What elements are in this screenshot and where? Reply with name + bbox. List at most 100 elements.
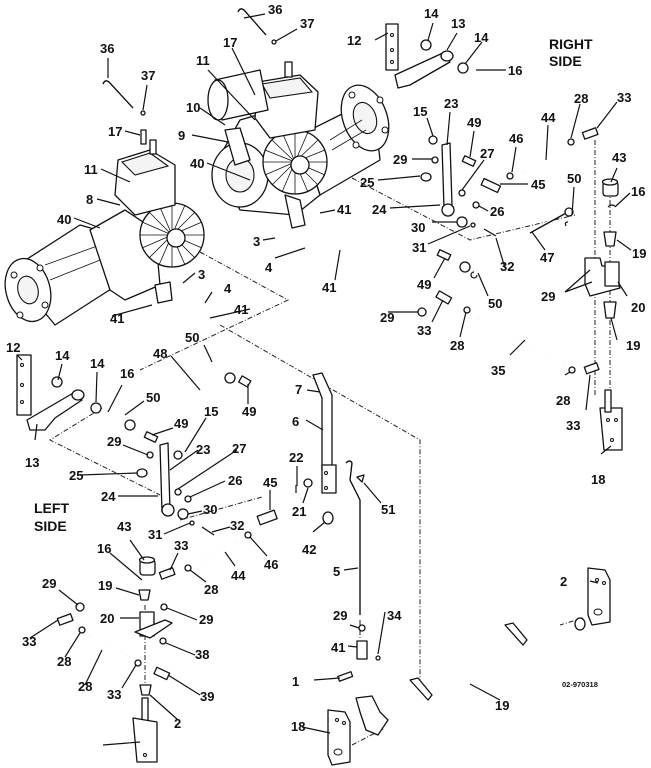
alignment-line [139,251,290,371]
callout-14: 14 [474,30,489,45]
callout-6: 6 [292,414,299,429]
callout-23: 23 [444,96,458,111]
alignment-line [351,177,576,241]
right-side-linkage [237,8,623,451]
callout-33: 33 [617,90,631,105]
callout-18: 18 [591,472,605,487]
callout-7: 7 [295,382,302,397]
callout-29: 38 [195,647,209,662]
callout-17: 17 [223,35,237,50]
callout-16: 16 [120,366,134,381]
callout-33: 39 [200,689,214,704]
callout-40: 40 [190,156,204,171]
callout-49: 49 [174,416,188,431]
callout-42: 42 [302,542,316,557]
callout-28: 28 [57,654,71,669]
callout-12: 12 [347,33,361,48]
callout-19: 19 [626,338,640,353]
callout-12: 12 [6,340,20,355]
leader-lines [16,13,632,746]
callout-21: 21 [292,504,306,519]
callout-20: 20 [100,611,114,626]
callout-43: 43 [612,150,626,165]
callout-28: 29 [333,608,347,623]
callout-36: 36 [100,41,114,56]
callout-19: 2 [174,716,181,731]
callout-29: 29 [393,152,407,167]
callout-41: 41 [234,302,248,317]
callout-37: 37 [141,68,155,83]
callout-31: 31 [412,240,426,255]
callout-41: 34 [387,608,402,623]
callout-labels: 36 37 12 14 13 14 16 36 37 17 11 10 9 40… [6,2,646,734]
right-side-label-line2: SIDE [549,53,582,69]
callout-39: 1 [292,674,299,689]
callout-4: 4 [224,281,232,296]
callout-41: 41 [337,202,351,217]
callout-29: 29 [380,310,394,325]
callout-2: 18 [291,719,305,734]
callout-28: 28 [574,91,588,106]
callout-24: 24 [101,489,116,504]
callout-46: 46 [264,557,278,572]
callout-48: 48 [153,346,167,361]
callout-30: 30 [411,220,425,235]
drawing-reference-code: 02-970318 [562,680,598,689]
callout-50: 50 [185,330,199,345]
callout-35: 35 [491,363,505,378]
callout-49: 49 [242,404,256,419]
left-side-label-line2: SIDE [34,518,67,534]
callout-51: 51 [381,502,395,517]
callout-47: 47 [540,250,554,265]
callout-22: 22 [289,450,303,465]
callout-45: 45 [531,177,545,192]
callout-32: 32 [230,518,244,533]
callout-16: 16 [97,541,111,556]
callout-32: 32 [500,259,514,274]
callout-20: 20 [631,300,645,315]
callout-3: 3 [253,234,260,249]
callout-45: 45 [263,475,277,490]
callout-28: 28 [450,338,464,353]
callout-11: 11 [84,162,98,177]
callout-2: 2 [560,574,567,589]
callout-29: 29 [541,289,555,304]
callout-27: 27 [232,441,246,456]
callout-49: 49 [467,115,481,130]
callout-36: 36 [268,2,282,17]
callout-28: 33 [107,687,121,702]
callout-50: 50 [567,171,581,186]
alignment-line [179,496,263,521]
right-transaxle [207,61,390,229]
callout-17: 17 [108,124,122,139]
callout-23: 23 [196,442,210,457]
callout-24: 24 [372,202,387,217]
callout-41: 41 [322,280,336,295]
callout-16: 16 [508,63,522,78]
callout-1: 19 [495,698,509,713]
right-side-label-line1: RIGHT [549,36,593,52]
callout-26: 26 [490,204,504,219]
left-transaxle [4,139,205,326]
callout-49: 49 [417,277,431,292]
callout-28: 28 [556,393,570,408]
callout-9: 9 [178,128,185,143]
callout-44: 44 [231,568,246,583]
callout-4: 4 [265,260,273,275]
callout-29: 29 [107,434,121,449]
alignment-line [219,324,421,685]
callout-29: 29 [199,612,213,627]
callout-19: 19 [632,246,646,261]
callout-31: 31 [148,527,162,542]
callout-5: 5 [333,564,340,579]
callout-14: 14 [424,6,439,21]
callout-33: 33 [22,634,36,649]
callout-38: 41 [331,640,345,655]
callout-26: 26 [228,473,242,488]
callout-14: 14 [90,356,105,371]
callout-33: 33 [174,538,188,553]
callout-13: 13 [451,16,465,31]
callout-25: 25 [360,175,374,190]
callout-8: 8 [86,192,93,207]
